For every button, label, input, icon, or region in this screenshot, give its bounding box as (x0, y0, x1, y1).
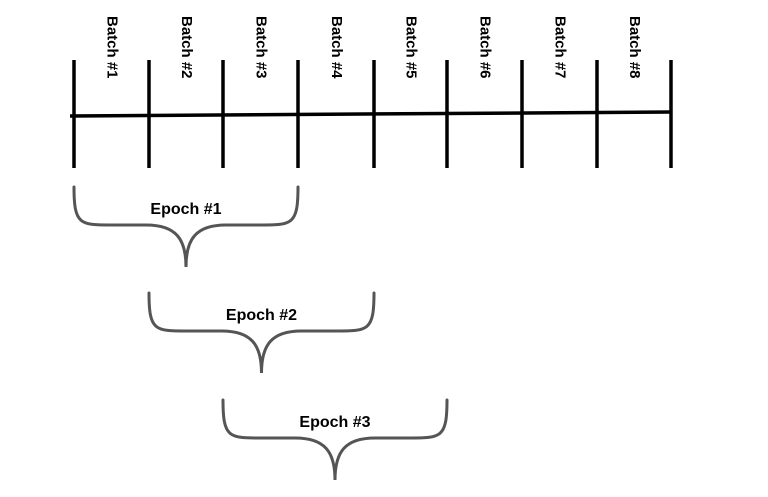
epoch-label: Epoch #1 (150, 201, 221, 218)
batch-label: Batch #2 (178, 16, 195, 79)
batch-labels: Batch #1 Batch #2 Batch #3 Batch #4 Batch #5… (104, 16, 644, 79)
epoch-group: Epoch #3 (221, 398, 449, 481)
epoch-label: Epoch #3 (299, 414, 370, 431)
batch-label: Batch #3 (253, 16, 270, 79)
epoch-group: Epoch #2 (147, 291, 376, 374)
epoch-brace (72, 185, 300, 268)
batch-label: Batch #8 (626, 16, 643, 79)
batch-label: Batch #1 (104, 16, 121, 79)
epoch-label: Epoch #2 (226, 307, 297, 324)
batch-label: Batch #5 (403, 16, 420, 79)
epoch-brace (221, 398, 449, 481)
timeline-ticks (72, 60, 673, 168)
batch-label: Batch #4 (328, 16, 345, 79)
epoch-group: Epoch #1 (72, 185, 300, 268)
batch-label: Batch #7 (552, 16, 569, 79)
epoch-braces: Epoch #1 Epoch #2 Epoch #3 (72, 185, 449, 481)
batch-label: Batch #6 (477, 16, 494, 79)
epoch-brace (147, 291, 376, 374)
timeline-line (69, 110, 673, 118)
